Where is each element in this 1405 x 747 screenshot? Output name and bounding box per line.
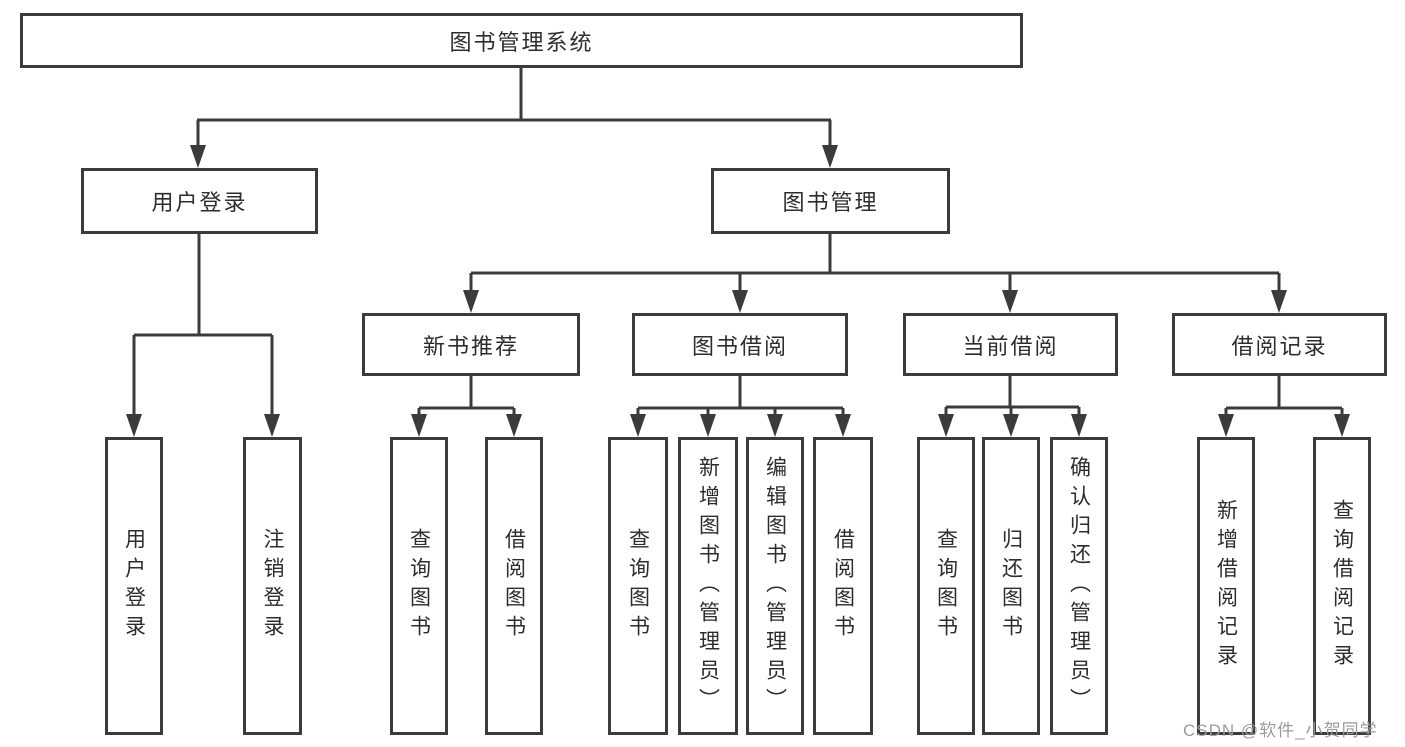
leaf-bb-edit-book-admin: 编辑图书（管理员）	[746, 437, 804, 735]
leaf-label: 借阅图书	[502, 528, 526, 644]
leaf-user-login: 用户登录	[105, 437, 163, 735]
node-user-login: 用户登录	[81, 168, 318, 234]
leaf-label: 借阅图书	[831, 528, 855, 644]
leaf-br-query-record: 查询借阅记录	[1313, 437, 1371, 735]
node-label: 当前借阅	[962, 333, 1059, 359]
leaf-label: 用户登录	[122, 528, 146, 644]
node-label: 图书管理	[782, 190, 879, 215]
leaf-label: 确认归还（管理员）	[1067, 455, 1091, 717]
node-label: 图书借阅	[691, 333, 788, 359]
leaf-label: 查询图书	[626, 528, 650, 644]
node-book-borrow: 图书借阅	[632, 313, 848, 376]
leaf-logout: 注销登录	[243, 437, 302, 735]
arrowheads	[126, 145, 1350, 437]
node-current-borrow: 当前借阅	[903, 313, 1118, 376]
leaf-cb-query-book: 查询图书	[917, 437, 975, 735]
leaf-nbr-query-book: 查询图书	[390, 437, 448, 735]
leaf-bb-query-book: 查询图书	[608, 437, 668, 735]
csdn-watermark: CSDN @软件_小贺同学	[1183, 721, 1378, 740]
leaf-label: 新增图书（管理员）	[696, 455, 720, 717]
leaf-label: 编辑图书（管理员）	[763, 455, 787, 717]
node-book-management: 图书管理	[711, 168, 950, 234]
leaf-label: 查询图书	[934, 528, 958, 644]
leaf-label: 查询图书	[407, 528, 431, 644]
node-label: 图书管理系统	[449, 29, 594, 55]
node-borrow-records: 借阅记录	[1172, 313, 1387, 376]
node-label: 用户登录	[151, 190, 248, 215]
leaf-cb-confirm-return-admin: 确认归还（管理员）	[1050, 437, 1108, 735]
leaf-label: 归还图书	[999, 528, 1023, 644]
node-label: 借阅记录	[1231, 333, 1328, 359]
leaf-bb-add-book-admin: 新增图书（管理员）	[678, 437, 738, 735]
leaf-label: 注销登录	[261, 528, 284, 644]
node-new-book-recommend: 新书推荐	[362, 313, 580, 376]
leaf-nbr-borrow-book: 借阅图书	[485, 437, 543, 735]
leaf-bb-borrow-book: 借阅图书	[813, 437, 873, 735]
leaf-br-add-record: 新增借阅记录	[1197, 437, 1255, 735]
node-library-system: 图书管理系统	[20, 13, 1023, 68]
leaf-label: 新增借阅记录	[1214, 499, 1238, 673]
leaf-label: 查询借阅记录	[1330, 499, 1354, 673]
node-label: 新书推荐	[422, 333, 519, 359]
leaf-cb-return-book: 归还图书	[982, 437, 1040, 735]
